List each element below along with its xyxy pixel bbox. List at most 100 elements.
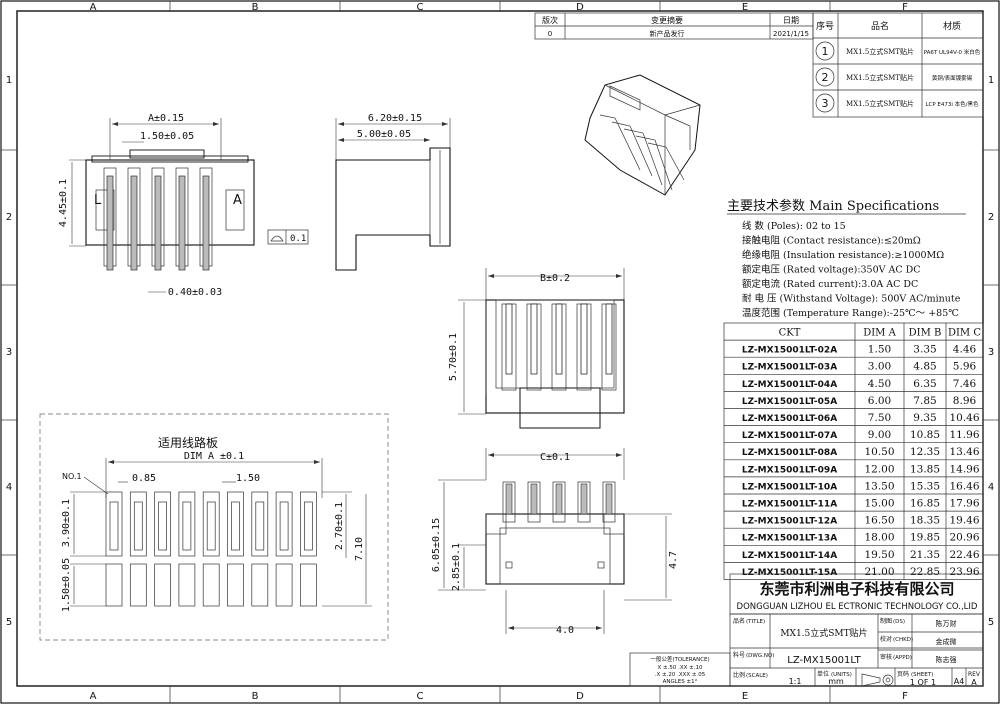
- mat-material-1: PA6T UL94V-0 米白色: [924, 48, 981, 56]
- bottom-dim-h1: 6.05±0.15: [431, 518, 442, 572]
- mat-material-3: LCP E473i 本色/黑色: [925, 100, 979, 108]
- tb-rev-label: REV: [968, 671, 981, 678]
- table-cell: LZ-MX15001LT-03A: [742, 363, 837, 373]
- table-cell: LZ-MX15001LT-11A: [742, 500, 837, 510]
- pcb-pad-w: 0.85: [132, 473, 156, 484]
- tb-appd-label-en: (APPD): [893, 655, 912, 661]
- table-header-cell: CKT: [779, 328, 801, 339]
- table-cell: 19.85: [910, 532, 940, 544]
- table-cell: 16.85: [910, 498, 940, 510]
- rev-header-date: 日期: [783, 16, 799, 25]
- spec-line: 额定电压 (Rated voltage):350V AC DC: [742, 264, 921, 276]
- front-mark-l: L: [94, 193, 102, 208]
- pcb-dim-h4: 7.10: [354, 537, 365, 561]
- row-label-5-left: 5: [6, 617, 12, 628]
- table-cell: LZ-MX15001LT-02A: [742, 346, 837, 356]
- tb-sheet-size: A4: [954, 677, 965, 686]
- spec-line: 绝缘电阻 (Insulation resistance):≥1000MΩ: [742, 249, 944, 261]
- table-cell: 18.35: [910, 515, 940, 527]
- tb-chkd-label: 校对: [880, 635, 892, 643]
- row-label-5-right: 5: [988, 617, 994, 628]
- spec-line: 线 数 (Poles): 02 to 15: [742, 220, 846, 232]
- table-cell: LZ-MX15001LT-08A: [742, 448, 837, 458]
- pcb-title: 适用线路板: [158, 435, 218, 450]
- side-flatness: 0.1: [290, 234, 306, 244]
- table-cell: 9.00: [868, 429, 891, 441]
- table-cell: 10.46: [949, 412, 979, 424]
- pcb-pad-bottom: [202, 563, 220, 607]
- pcb-pad-inner: [206, 501, 216, 551]
- pcb-pad-top: [300, 491, 317, 557]
- pcb-pitch: 1.50: [236, 473, 260, 484]
- tb-ds-value: 陈万财: [936, 619, 957, 628]
- company-name-cn: 东莞市利洲电子科技有限公司: [759, 580, 954, 598]
- tb-title-value: MX1.5立式SMT贴片: [780, 627, 867, 639]
- tb-appd-value: 陈志强: [936, 655, 957, 664]
- bottom-pins: [502, 481, 616, 523]
- tb-chkd-value: 金成微: [936, 637, 957, 646]
- table-cell: 21.35: [910, 549, 940, 561]
- mat-no-2: 2: [822, 71, 829, 84]
- mat-header-no: 序号: [816, 20, 834, 32]
- pcb-pad-bottom: [227, 563, 244, 607]
- pcb-pad-top: [202, 491, 220, 557]
- table-cell: 13.50: [864, 480, 894, 492]
- tb-units-label-en: (UNITS): [831, 672, 852, 678]
- title-block: 东莞市利洲电子科技有限公司 DONGGUAN LIZHOU EL ECTRONI…: [629, 573, 984, 687]
- table-cell: 13.85: [910, 463, 940, 475]
- pcb-pad-top: [154, 491, 171, 557]
- tb-appd-label: 审核: [880, 653, 892, 661]
- tb-units-label: 单位: [817, 670, 829, 678]
- pcb-pad-bottom: [105, 563, 123, 607]
- table-cell: LZ-MX15001LT-15A: [742, 568, 837, 578]
- table-cell: LZ-MX15001LT-09A: [742, 465, 837, 475]
- column-zone-labels: A B C D E F A B C D E F: [90, 1, 908, 703]
- front-dim-pitch: 1.50±0.05: [140, 131, 194, 142]
- table-cell: 7.85: [913, 395, 936, 407]
- top-view: B±0.2 5.70±0.1: [448, 268, 625, 429]
- pcb-pad-inner: [231, 501, 240, 551]
- col-label-f-top: F: [902, 2, 908, 13]
- tb-sheet-label: 页码: [897, 670, 909, 678]
- table-cell: LZ-MX15001LT-05A: [742, 397, 837, 407]
- spec-line: 接触电阻 (Contact resistance):≤20mΩ: [742, 235, 921, 247]
- col-label-c-bottom: C: [417, 691, 424, 702]
- mat-no-1: 1: [822, 45, 829, 58]
- table-cell: 10.50: [864, 446, 894, 458]
- side-view: 6.20±0.15 5.00±0.05 0.1: [267, 113, 451, 271]
- pcb-pad-inner: [182, 501, 192, 551]
- tolerance-box: [629, 652, 731, 687]
- rev-version: 0: [548, 30, 552, 38]
- row-label-4-left: 4: [6, 482, 12, 493]
- company-name-en: DONGGUAN LIZHOU EL ECTRONIC TECHNOLOGY C…: [737, 602, 978, 612]
- table-cell: 7.50: [868, 412, 891, 424]
- spec-line: 温度范围 (Temperature Range):-25℃～ +85℃: [742, 307, 959, 319]
- table-cell: 5.96: [953, 361, 977, 373]
- col-label-d-top: D: [576, 2, 584, 13]
- revision-table: 版次 变更摘要 日期 0 新产品发行 2021/1/15: [534, 12, 814, 40]
- tb-dwg-value: LZ-MX15001LT: [787, 655, 861, 666]
- pcb-pad-inner: [109, 501, 119, 551]
- pcb-dashed-frame: [39, 413, 389, 641]
- top-dim-b: B±0.2: [540, 273, 570, 284]
- item-number-circle: [815, 93, 835, 113]
- spec-title: 主要技术参数 Main Specifications: [727, 198, 939, 214]
- front-pins: [103, 167, 213, 271]
- table-cell: 4.46: [953, 344, 977, 356]
- row-label-1-right: 1: [988, 75, 994, 86]
- table-header-cell: DIM A: [863, 328, 896, 339]
- pcb-dim-h2: 1.50±0.05: [61, 558, 72, 612]
- tb-title-label: 品名: [733, 617, 745, 625]
- pcb-pad-bottom: [178, 563, 196, 607]
- mat-no-3: 3: [822, 97, 829, 110]
- tb-dwg-label: 料号: [733, 651, 745, 659]
- pcb-pad-top: [178, 491, 196, 557]
- pcb-pad-bottom: [154, 563, 171, 607]
- pcb-pads: [105, 491, 317, 607]
- item-number-circle: [815, 67, 835, 87]
- table-cell: 18.00: [864, 532, 894, 544]
- col-label-b-top: B: [252, 2, 259, 13]
- tb-ds-label: 制图: [880, 617, 892, 625]
- pcb-pad-top: [275, 491, 293, 557]
